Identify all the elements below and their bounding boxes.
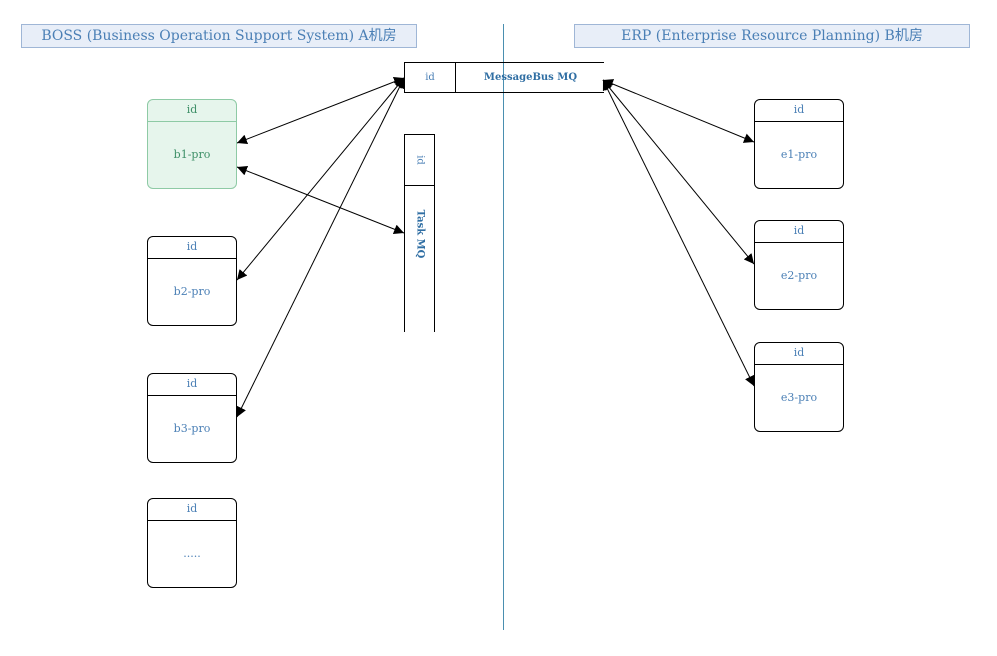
region-a-title: BOSS (Business Operation Support System)…: [21, 24, 417, 48]
messagebus-id-cell: id: [405, 63, 456, 92]
edge-bus-e3: [602, 79, 755, 387]
service-node-label: e3-pro: [780, 391, 818, 404]
service-node-id: id: [148, 237, 236, 259]
task-mq-id-label: id: [414, 155, 425, 165]
edge-bus-b3: [236, 77, 405, 418]
service-node-b2[interactable]: id b2-pro: [147, 236, 237, 326]
task-mq-name: Task MQ: [414, 209, 425, 259]
service-node-b1[interactable]: id b1-pro: [147, 99, 237, 189]
messagebus-name: MessageBus MQ: [483, 72, 578, 83]
service-node-e1[interactable]: id e1-pro: [754, 99, 844, 189]
service-node-label: e1-pro: [780, 148, 818, 161]
service-node-label: .....: [183, 547, 201, 560]
service-node-id: id: [755, 343, 843, 365]
region-b-title: ERP (Enterprise Resource Planning) B机房: [574, 24, 970, 48]
service-node-id: id: [755, 100, 843, 122]
edge-b1-task: [236, 166, 405, 234]
service-node-label: e2-pro: [780, 269, 818, 282]
service-node-id: id: [148, 499, 236, 521]
service-node-e3[interactable]: id e3-pro: [754, 342, 844, 432]
service-node-label: b2-pro: [173, 285, 211, 298]
service-node-id: id: [148, 100, 236, 122]
task-mq-id-cell: id: [405, 135, 434, 186]
datacenter-divider: [503, 24, 504, 630]
messagebus-mq[interactable]: id MessageBus MQ: [404, 62, 604, 93]
task-mq-name-cell: Task MQ: [405, 186, 434, 332]
service-node-label: b1-pro: [173, 148, 211, 161]
service-node-b3[interactable]: id b3-pro: [147, 373, 237, 463]
service-node-id: id: [148, 374, 236, 396]
edge-bus-b2: [236, 77, 405, 281]
edge-bus-e1: [602, 79, 755, 143]
service-node-id: id: [755, 221, 843, 243]
task-mq[interactable]: id Task MQ: [404, 134, 435, 332]
service-node-label: b3-pro: [173, 422, 211, 435]
edge-bus-b1: [236, 76, 405, 145]
edge-bus-e2: [602, 79, 755, 265]
service-node-more[interactable]: id .....: [147, 498, 237, 588]
service-node-e2[interactable]: id e2-pro: [754, 220, 844, 310]
